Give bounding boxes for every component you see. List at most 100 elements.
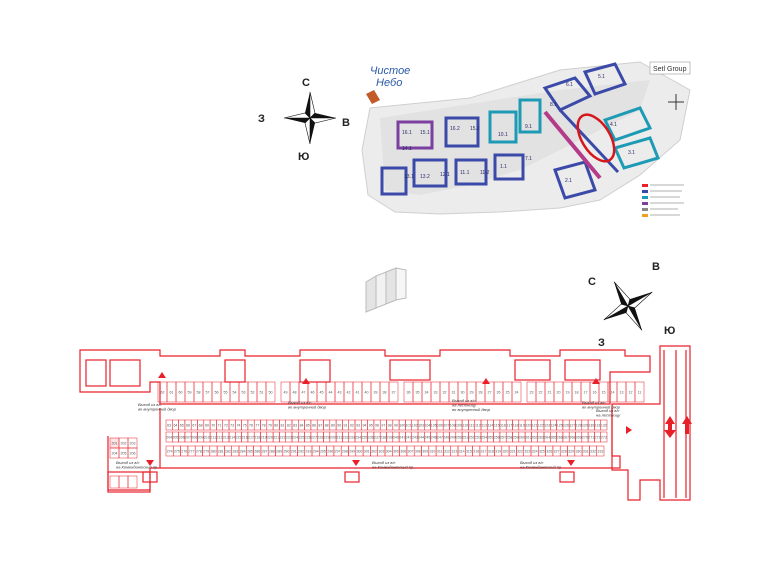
parking-floor-plan — [79, 345, 691, 501]
space-number: 61 — [170, 391, 174, 395]
space-number: 72 — [224, 424, 228, 428]
block-label: 12.1 — [440, 172, 450, 178]
space-number: 259 — [513, 436, 519, 440]
space-number: 324 — [532, 450, 538, 454]
space-number: 283 — [232, 450, 238, 454]
space-number: 111 — [469, 424, 474, 428]
space-number: 229 — [324, 436, 330, 440]
space-number: 31 — [452, 391, 456, 395]
space-number: 251 — [462, 436, 468, 440]
space-number: 15 — [602, 391, 606, 395]
space-number: 30 — [461, 391, 465, 395]
space-number: 132 — [601, 424, 607, 428]
space-number: 284 — [240, 450, 246, 454]
space-number: 52 — [251, 391, 255, 395]
space-number: 221 — [273, 436, 279, 440]
space-number: 49 — [284, 391, 288, 395]
space-number: 323 — [524, 450, 530, 454]
space-number: 129 — [582, 424, 588, 428]
space-number: 92 — [350, 424, 354, 428]
space-number: 28 — [479, 391, 483, 395]
space-number: 222 — [280, 436, 286, 440]
space-number: 306 — [400, 450, 406, 454]
parking-space — [600, 419, 608, 431]
space-number: 260 — [519, 436, 525, 440]
space-number: 71 — [218, 424, 222, 428]
space-number: 275 — [174, 450, 180, 454]
space-number: 55 — [224, 391, 228, 395]
space-number: 95 — [369, 424, 373, 428]
space-number: 212 — [217, 436, 223, 440]
space-number: 261 — [525, 436, 531, 440]
space-number: 53 — [242, 391, 246, 395]
space-number: 258 — [506, 436, 512, 440]
space-number: 79 — [268, 424, 272, 428]
space-number: 256 — [494, 436, 500, 440]
space-number: 272 — [595, 436, 601, 440]
space-number: 36 — [407, 391, 411, 395]
space-number: 231 — [336, 436, 342, 440]
space-number: 311 — [437, 450, 443, 454]
space-number: 253 — [475, 436, 481, 440]
space-number: 98 — [388, 424, 392, 428]
space-number: 245 — [424, 436, 430, 440]
block-label: 9.1 — [525, 124, 532, 130]
chistoe-nebo-logo: Чистое Небо — [366, 65, 410, 104]
space-number: 122 — [538, 424, 544, 428]
highlight-circle — [576, 113, 616, 163]
space-number: 66 — [186, 424, 190, 428]
block-label: 11.2 — [480, 170, 490, 176]
space-number: 277 — [189, 450, 195, 454]
space-number: 33 — [434, 391, 438, 395]
space-number: 118 — [513, 424, 519, 428]
block-label: 3.1 — [628, 150, 635, 156]
space-number: 101 — [406, 424, 412, 428]
block-label: 6.1 — [566, 82, 573, 88]
bottom-east-label: В — [652, 261, 660, 273]
parking-space — [511, 381, 522, 403]
space-number: 57 — [206, 391, 210, 395]
space-number: 116 — [500, 424, 506, 428]
space-number: 124 — [550, 424, 556, 428]
space-number: 268 — [569, 436, 575, 440]
parking-space — [596, 445, 605, 457]
space-number: 78 — [262, 424, 266, 428]
space-number: 315 — [466, 450, 472, 454]
space-number: 94 — [362, 424, 366, 428]
block-label: 1.1 — [500, 164, 507, 170]
space-number: 243 — [412, 436, 418, 440]
space-number: 119 — [519, 424, 525, 428]
space-number: 73 — [230, 424, 234, 428]
space-number: 266 — [557, 436, 563, 440]
space-number: 64 — [173, 424, 177, 428]
space-number: 125 — [557, 424, 563, 428]
space-number: 252 — [469, 436, 475, 440]
space-number: 223 — [286, 436, 292, 440]
space-number: 32 — [443, 391, 447, 395]
bottom-north-label: С — [588, 276, 596, 288]
space-number: 201 — [112, 442, 118, 446]
space-number: 114 — [488, 424, 494, 428]
space-number: 288 — [269, 450, 275, 454]
space-number: 264 — [544, 436, 550, 440]
space-number: 276 — [181, 450, 187, 454]
space-number: 41 — [356, 391, 360, 395]
east-label: В — [342, 117, 350, 129]
space-number: 236 — [368, 436, 374, 440]
space-number: 225 — [298, 436, 304, 440]
space-number: 310 — [429, 450, 435, 454]
space-number: 267 — [563, 436, 569, 440]
space-number: 39 — [374, 391, 378, 395]
space-number: 108 — [450, 424, 456, 428]
space-number: 206 — [179, 436, 185, 440]
space-number: 224 — [292, 436, 298, 440]
space-number: 29 — [470, 391, 474, 395]
space-number: 294 — [313, 450, 319, 454]
space-number: 104 — [424, 424, 430, 428]
space-number: 320 — [502, 450, 508, 454]
space-number: 103 — [418, 424, 424, 428]
